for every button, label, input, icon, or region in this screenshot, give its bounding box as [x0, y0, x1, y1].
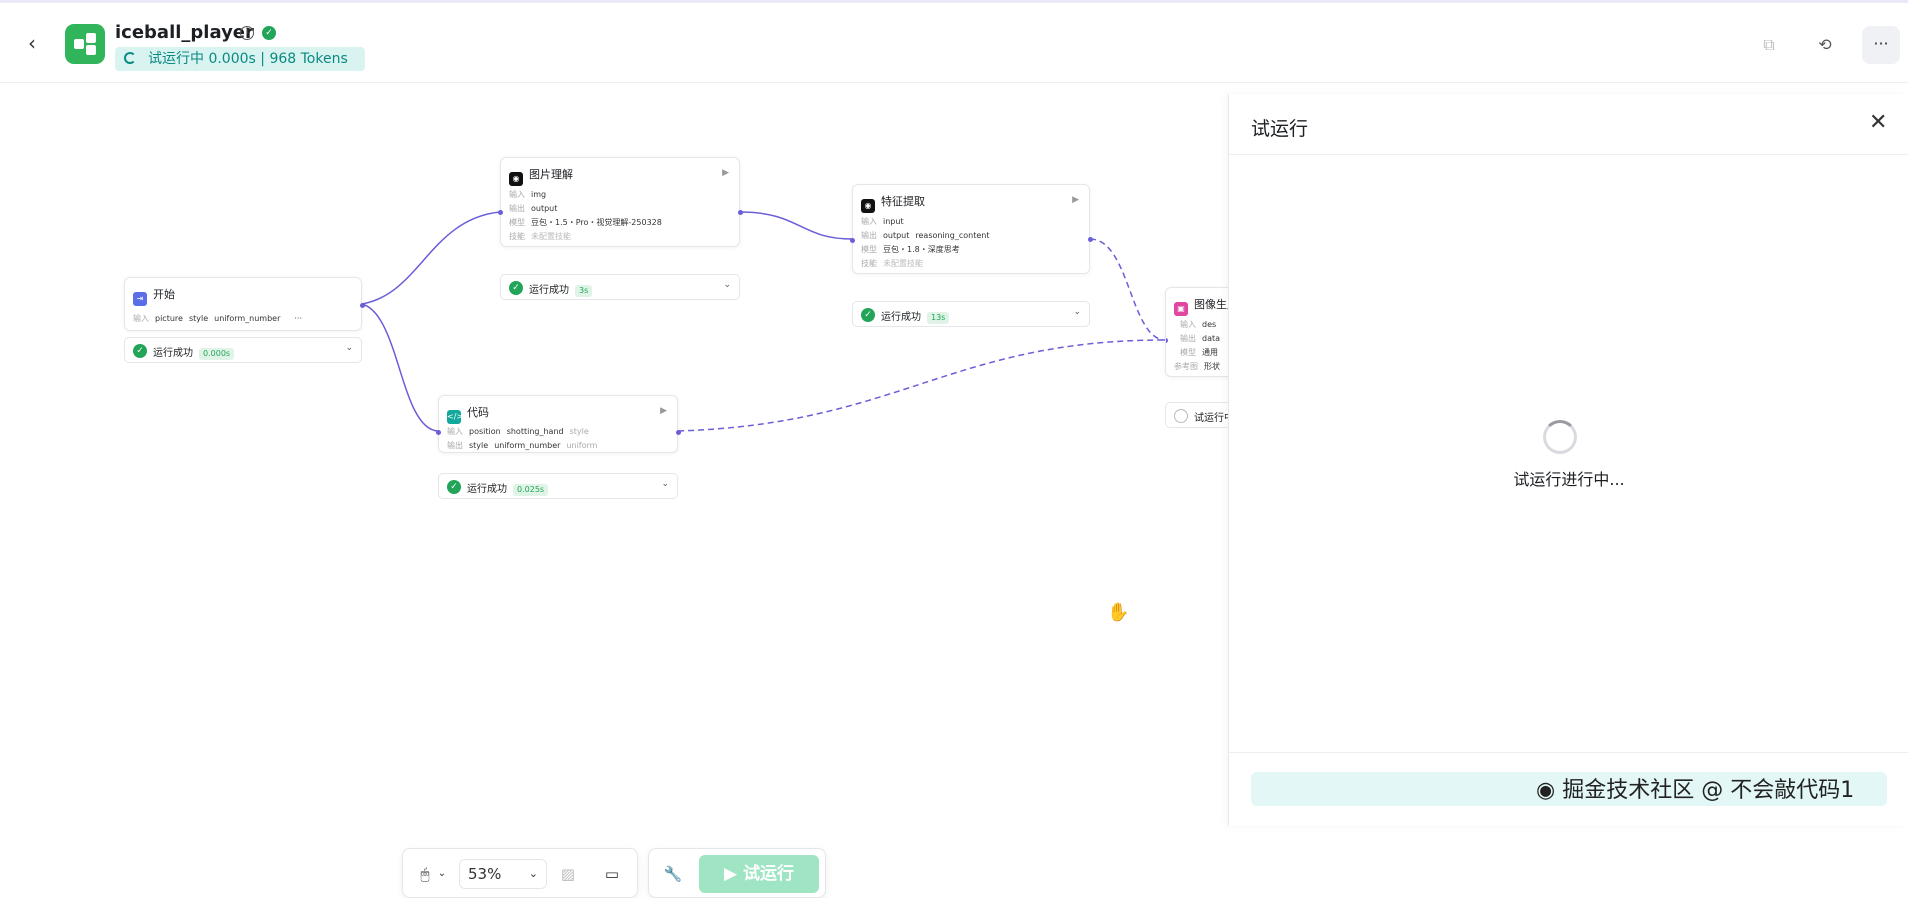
success-icon: ✓: [447, 480, 461, 494]
wrench-icon[interactable]: 🔧: [663, 865, 683, 883]
node-start-title: 开始: [153, 288, 175, 301]
chevron-down-icon: ⌄: [1073, 307, 1081, 317]
success-icon: ✓: [509, 281, 523, 295]
edge-start-code: [361, 303, 439, 432]
play-icon[interactable]: ▶: [660, 406, 667, 416]
edges-layer: [361, 211, 1166, 432]
pending-icon: [1174, 409, 1188, 423]
model-icon: ◉: [509, 172, 523, 186]
test-run-panel: 试运行 ✕ 试运行进行中...: [1228, 94, 1908, 826]
input-port[interactable]: [436, 430, 441, 435]
run-progress-bar: [1251, 772, 1887, 806]
success-icon: ✓: [133, 344, 147, 358]
model-icon: ◉: [861, 199, 875, 213]
loading-text: 试运行进行中...: [1513, 470, 1625, 489]
canvas-toolbar: 🖱 ⌄ 53%⌄ ▨ ▭: [402, 848, 638, 898]
image-icon: ▣: [1174, 302, 1188, 316]
output-port[interactable]: [360, 303, 365, 308]
mouse-icon[interactable]: 🖱: [420, 865, 430, 883]
header: ‹ iceball_player i ✓ 试运行中 0.000s | 968 T…: [0, 3, 1908, 83]
watermark: ◉ 掘金技术社区 @ 不会敲代码1: [1536, 778, 1855, 803]
loading-spinner-icon: [1543, 420, 1577, 454]
code-icon: </>: [447, 410, 463, 424]
input-port[interactable]: [1166, 338, 1168, 343]
top-accent-line: [0, 0, 1908, 3]
chevron-down-icon: ⌄: [661, 479, 669, 489]
test-run-button[interactable]: ▶ 试运行: [699, 855, 819, 893]
more-button[interactable]: ···: [1862, 26, 1900, 64]
edge-start-image: [361, 211, 501, 305]
output-port[interactable]: [676, 430, 681, 435]
info-icon[interactable]: i: [240, 26, 254, 40]
published-check-icon: ✓: [262, 26, 276, 40]
edge-feature-gen: [1089, 238, 1166, 341]
hand-cursor-icon: ✋: [1107, 602, 1130, 623]
divider: [1229, 154, 1908, 155]
output-port[interactable]: [1088, 237, 1093, 242]
image-icon[interactable]: ▨: [560, 865, 576, 883]
chevron-down-icon: ⌄: [723, 280, 731, 290]
history-icon[interactable]: ⟲: [1818, 35, 1832, 54]
chevron-down-icon: ⌄: [345, 343, 353, 353]
input-port[interactable]: [498, 210, 503, 215]
close-icon[interactable]: ✕: [1869, 110, 1888, 135]
divider: [1229, 752, 1908, 753]
panel-title: 试运行: [1251, 118, 1309, 140]
success-icon: ✓: [861, 308, 875, 322]
play-icon[interactable]: ▶: [1072, 195, 1079, 205]
app-icon: [65, 24, 105, 64]
chevron-down-icon[interactable]: ⌄: [437, 868, 447, 879]
start-icon: ⇥: [133, 292, 147, 306]
edge-code-gen: [677, 339, 1166, 432]
run-status-badge: 试运行中 0.000s | 968 Tokens: [115, 47, 365, 71]
chevron-down-icon: ⌄: [528, 867, 538, 880]
minimap-icon[interactable]: ▭: [604, 865, 620, 883]
play-icon[interactable]: ▶: [722, 168, 729, 178]
back-icon[interactable]: ‹: [28, 31, 36, 55]
run-toolbar: 🔧 ▶ 试运行: [648, 848, 826, 898]
workflow-title: iceball_player: [115, 22, 254, 43]
input-port[interactable]: [850, 238, 855, 243]
zoom-select[interactable]: 53%⌄: [459, 859, 547, 889]
spinner-icon: [124, 52, 136, 64]
output-port[interactable]: [738, 210, 743, 215]
edge-image-feature: [739, 211, 853, 240]
copy-icon[interactable]: ⧉: [1763, 35, 1775, 54]
